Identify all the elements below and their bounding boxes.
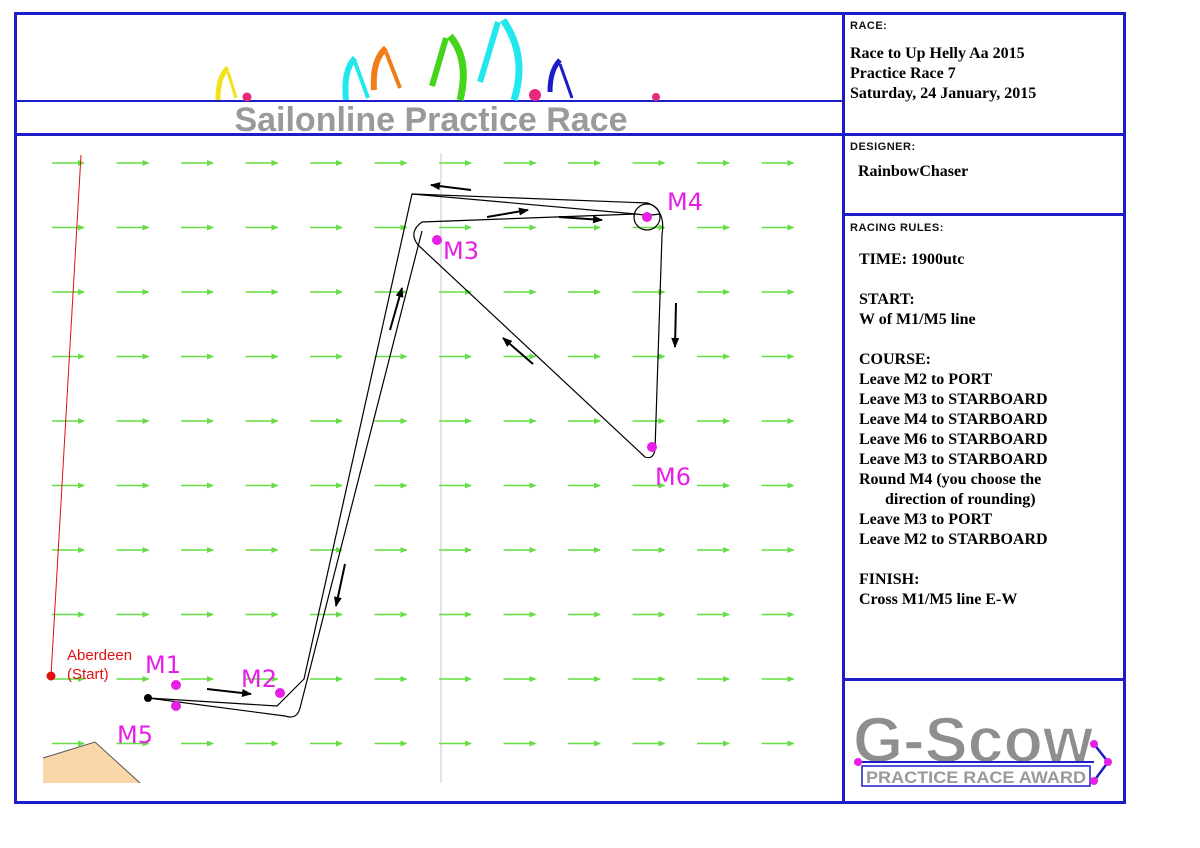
- race-info: Race to Up Helly Aa 2015 Practice Race 7…: [850, 44, 1036, 104]
- banner-sails: [17, 18, 842, 102]
- sail-blue-icon: [547, 58, 562, 93]
- mark-icon: [1104, 758, 1112, 766]
- rhumb-line: [50, 154, 82, 677]
- course-step: Leave M2 to STARBOARD: [859, 531, 1048, 548]
- arrow-icon: [389, 287, 404, 331]
- mark-m2-icon: [275, 688, 285, 698]
- right-panel-divider: [842, 12, 845, 804]
- mark-icon: [1090, 740, 1098, 748]
- mark-m6-label: M6: [655, 463, 691, 491]
- sail-green-icon: [447, 33, 467, 101]
- mark-m4-label: M4: [667, 188, 703, 216]
- arrow-icon: [671, 302, 680, 348]
- mark-m1-label: M1: [145, 651, 181, 679]
- arrow-icon: [502, 337, 534, 365]
- arrow-icon: [430, 182, 472, 191]
- mark-icon: [854, 758, 862, 766]
- race-label: RACE:: [850, 20, 888, 32]
- sail-yellow-jib-icon: [226, 71, 238, 99]
- mark-m4-icon: [642, 212, 652, 222]
- banner-title: Sailonline Practice Race: [234, 101, 627, 139]
- designer-panel-divider: [842, 213, 1126, 216]
- return-track: [147, 230, 423, 718]
- arrow-icon: [333, 563, 346, 607]
- loop-track: [411, 193, 664, 459]
- course-track: [147, 193, 664, 718]
- race-panel-divider: [842, 133, 1126, 136]
- rules-label: RACING RULES:: [850, 222, 944, 234]
- outbound-track: [147, 193, 637, 707]
- award-subtitle-box: [861, 765, 1091, 787]
- banner-divider: [14, 133, 845, 136]
- award-logo-text: G-Scow: [853, 704, 1093, 776]
- sail-yellow-icon: [215, 66, 230, 101]
- sail-blue-jib-icon: [558, 63, 574, 99]
- start-city-label: Aberdeen: [67, 647, 132, 664]
- designer-label: DESIGNER:: [850, 141, 916, 153]
- rules-finish-text: Cross M1/M5 line E-W: [859, 591, 1018, 608]
- rules-course-heading: COURSE:: [859, 351, 932, 368]
- race-name: Race to Up Helly Aa 2015: [850, 45, 1025, 62]
- mark-m2-label: M2: [241, 665, 277, 693]
- sail-cyan2-icon: [500, 18, 523, 102]
- course-step: Leave M2 to PORT: [859, 371, 993, 388]
- sail-orange-jib-icon: [384, 51, 402, 89]
- sail-cyan-jib-icon: [353, 61, 370, 99]
- rules-panel-divider: [842, 678, 1126, 681]
- mark-icon: [1090, 777, 1098, 785]
- course-step: Leave M3 to PORT: [859, 511, 993, 528]
- finish-point-icon: [144, 694, 152, 702]
- start-city-note: (Start): [67, 666, 109, 683]
- race-subtitle: Practice Race 7: [850, 65, 956, 82]
- course-marks: [171, 212, 657, 711]
- rules-finish-heading: FINISH:: [859, 571, 920, 588]
- arrow-icon: [558, 215, 603, 224]
- buoy-icon: [242, 92, 252, 102]
- mark-m6-icon: [647, 442, 657, 452]
- mark-m3-label: M3: [443, 237, 479, 265]
- race-date: Saturday, 24 January, 2015: [850, 85, 1037, 102]
- designer-name: RainbowChaser: [858, 163, 969, 180]
- sail-cyan2-jib-icon: [477, 21, 501, 83]
- mark-m5-label: M5: [117, 721, 153, 749]
- land-mass: [43, 742, 140, 783]
- rules-start-text: W of M1/M5 line: [859, 311, 976, 328]
- course-step: Leave M3 to STARBOARD: [859, 451, 1048, 468]
- mark-m1-icon: [171, 680, 181, 690]
- award-subtitle: PRACTICE RACE AWARD: [866, 768, 1086, 787]
- start-point-icon: [46, 671, 56, 681]
- buoy-icon: [652, 93, 660, 101]
- rules-time: TIME: 1900utc: [859, 251, 965, 268]
- buoy-icon: [529, 89, 541, 101]
- mark-m5-icon: [171, 701, 181, 711]
- award-logo: G-Scow PRACTICE RACE AWARD: [852, 703, 1112, 787]
- sail-orange-icon: [370, 45, 389, 91]
- sail-green-jib-icon: [429, 37, 449, 87]
- coastline: [42, 741, 141, 784]
- direction-arrows: [206, 182, 680, 697]
- arrow-icon: [486, 207, 529, 218]
- course-step: Leave M3 to STARBOARD: [859, 391, 1048, 408]
- chart-frame: [14, 12, 1126, 804]
- racing-rules: TIME: 1900utc START: W of M1/M5 line COU…: [859, 250, 1117, 610]
- rules-start-heading: START:: [859, 291, 915, 308]
- course-step: Leave M4 to STARBOARD: [859, 411, 1048, 428]
- wind-field: [52, 160, 795, 747]
- mark-m3-icon: [432, 235, 442, 245]
- course-step: Round M4 (you choose the: [859, 471, 1042, 488]
- arrow-icon: [206, 688, 252, 697]
- course-step: direction of rounding): [885, 491, 1036, 508]
- m4-rounding-circle: [633, 203, 661, 231]
- course-step: Leave M6 to STARBOARD: [859, 431, 1048, 448]
- sail-cyan-icon: [342, 55, 358, 101]
